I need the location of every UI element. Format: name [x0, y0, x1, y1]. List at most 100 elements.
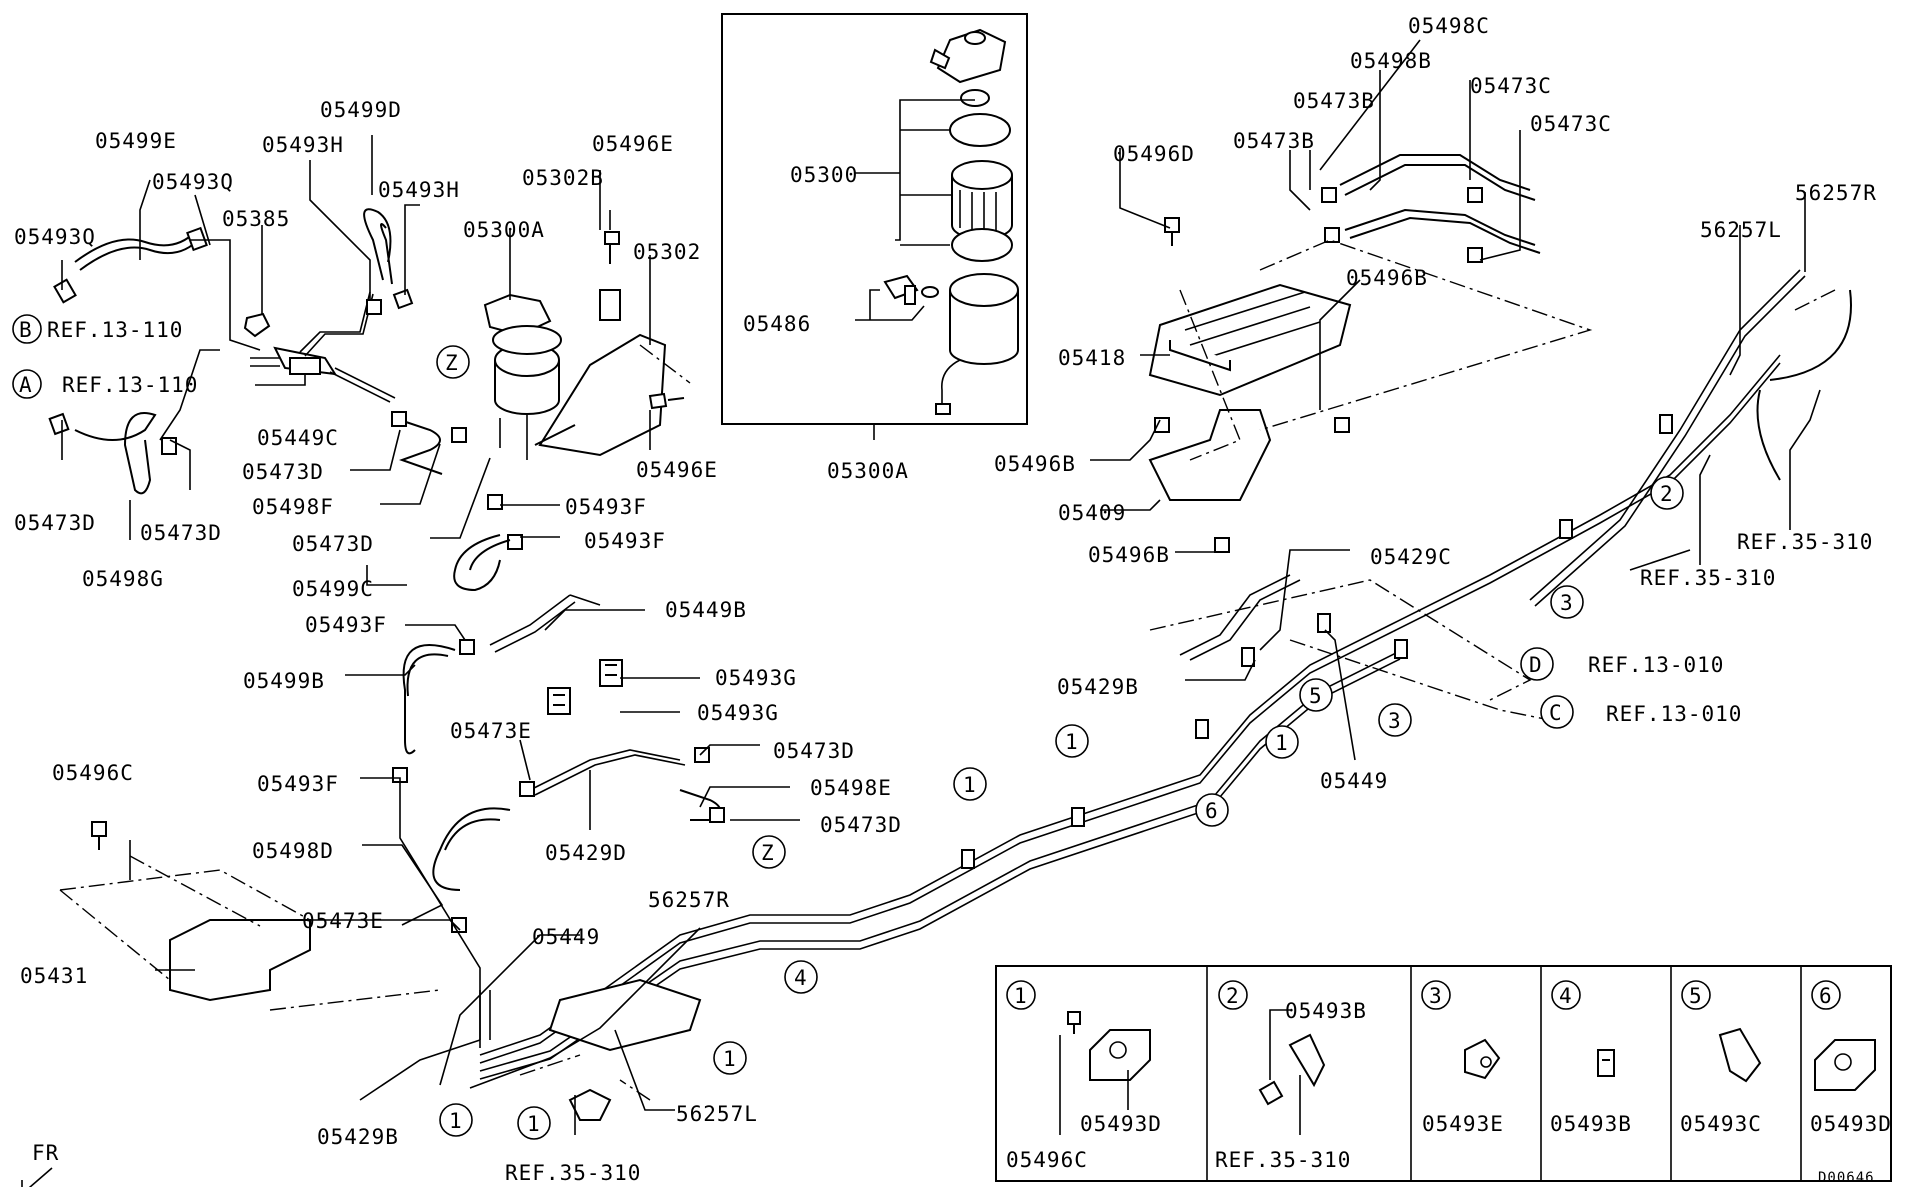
label-05499C: 05499C — [292, 577, 374, 601]
hose-ref-35-310 — [1756, 289, 1852, 481]
filter-o-ring-lower — [951, 228, 1013, 262]
label-05493Q-top: 05493Q — [152, 170, 234, 194]
hose-05498D — [432, 807, 511, 891]
clamp-05473B-1 — [1321, 187, 1337, 203]
label-05493H-a: 05493H — [262, 133, 344, 157]
clamp-05493H-a — [366, 299, 382, 315]
leader-lines-right — [1090, 39, 1821, 761]
label-05473C-2: 05473C — [1530, 112, 1612, 136]
clamp-05493Q-left — [53, 278, 77, 304]
label-05473B-2: 05473B — [1233, 129, 1315, 153]
callout-6: 6 — [1195, 793, 1229, 827]
fr-arrow-icon — [21, 1167, 53, 1187]
callout-2: 2 — [1650, 476, 1684, 510]
label-05418: 05418 — [1058, 346, 1126, 370]
clamp-05493F-1 — [487, 494, 503, 510]
label-05499B: 05499B — [243, 669, 325, 693]
hose-05499C — [453, 534, 511, 592]
svg-text:1: 1 — [723, 1047, 737, 1071]
svg-text:1: 1 — [449, 1109, 463, 1133]
svg-text:05493B: 05493B — [1285, 999, 1367, 1023]
fuel-cooler-05418 — [1148, 283, 1352, 397]
connector-05449B — [489, 594, 601, 653]
hose-05499D — [363, 208, 393, 285]
label-05498D: 05498D — [252, 839, 334, 863]
clamp-05473C-2 — [1467, 247, 1483, 263]
ref-c-guide — [1289, 639, 1551, 721]
svg-text:3: 3 — [1429, 984, 1443, 1008]
label-05493F-4: 05493F — [257, 772, 339, 796]
label-05498C: 05498C — [1408, 14, 1490, 38]
legend-1-bolt-icon — [1067, 1011, 1081, 1034]
legend-5-clip-icon — [1718, 1027, 1762, 1083]
label-05300: 05300 — [790, 163, 858, 187]
label-05493F-3: 05493F — [305, 613, 387, 637]
clamp-05493F-3 — [459, 639, 475, 655]
svg-text:5: 5 — [1309, 684, 1323, 708]
label-05496E-top: 05496E — [592, 132, 674, 156]
label-ref-d: REF.13-010 — [1588, 653, 1724, 677]
label-56257L-a: 56257L — [676, 1102, 758, 1126]
label-05473D-4: 05473D — [140, 521, 222, 545]
label-05496D: 05496D — [1113, 142, 1195, 166]
svg-text:Z: Z — [445, 351, 459, 375]
bracket-05302B — [599, 289, 621, 321]
bolt-05496E-top — [604, 231, 620, 264]
label-56257L-b: 56257L — [1700, 218, 1782, 242]
bracket-05302 — [534, 333, 667, 457]
clip-on-line-3 — [1241, 647, 1255, 667]
legend-cell-6: 6 05493D — [1810, 980, 1891, 1136]
clamp-05473D-f2 — [451, 427, 467, 443]
svg-text:1: 1 — [1065, 730, 1079, 754]
connector-05385 — [243, 312, 271, 338]
callout-4: 4 — [784, 960, 818, 994]
label-05449-a: 05449 — [532, 925, 600, 949]
filter-head-part — [929, 28, 1007, 84]
label-ref-35-310-b: REF.35-310 — [1640, 566, 1776, 590]
label-05431: 05431 — [20, 964, 88, 988]
legend-cell-3: 3 05493E — [1421, 980, 1503, 1136]
clamp-05493H-b — [392, 288, 414, 310]
label-05496B-2: 05496B — [994, 452, 1076, 476]
label-05493G-2: 05493G — [697, 701, 779, 725]
label-05300A-box: 05300A — [827, 459, 909, 483]
pipe-05429D — [529, 749, 686, 796]
label-05493Q-left: 05493Q — [14, 225, 96, 249]
hose-05498F — [399, 419, 443, 475]
svg-text:Z: Z — [761, 841, 775, 865]
front-direction-indicator: FR — [21, 1141, 58, 1187]
hose-05498B — [1344, 208, 1541, 254]
callout-5: 5 — [1299, 678, 1333, 712]
legend-cell-4: 4 05493B — [1550, 980, 1631, 1136]
clamp-05473B-2 — [1324, 227, 1340, 243]
svg-text:5: 5 — [1689, 984, 1703, 1008]
clamp-05473D-f1 — [391, 411, 407, 427]
label-05473D-6: 05473D — [820, 813, 902, 837]
svg-text:3: 3 — [1560, 591, 1574, 615]
label-ref-35-310-a: REF.35-310 — [1737, 530, 1873, 554]
clip-on-line-5 — [1394, 639, 1408, 659]
bolt-05496C — [91, 821, 107, 850]
svg-text:1: 1 — [963, 773, 977, 797]
fuel-filter-assembly-05300A — [483, 293, 562, 460]
clip-on-line-2 — [1071, 807, 1085, 827]
label-05429C: 05429C — [1370, 545, 1452, 569]
clip-on-line-7 — [1659, 414, 1673, 434]
label-05496C: 05496C — [52, 761, 134, 785]
label-05493G-1: 05493G — [715, 666, 797, 690]
callout-Z-bottom: Z — [752, 835, 786, 869]
label-05498F: 05498F — [252, 495, 334, 519]
legend-2-fitting-icon — [1288, 1033, 1326, 1088]
label-05493H-b: 05493H — [378, 178, 460, 202]
filter-element-part — [951, 160, 1013, 240]
svg-text:05493D: 05493D — [1080, 1112, 1162, 1136]
callout-3-a: 3 — [1550, 585, 1584, 619]
label-05302B: 05302B — [522, 166, 604, 190]
svg-text:1: 1 — [1275, 731, 1289, 755]
svg-text:1: 1 — [527, 1112, 541, 1136]
svg-text:B: B — [19, 318, 33, 342]
clip-05493G-2 — [547, 687, 571, 715]
label-05486: 05486 — [743, 312, 811, 336]
clamp-05473D-6 — [709, 807, 725, 823]
